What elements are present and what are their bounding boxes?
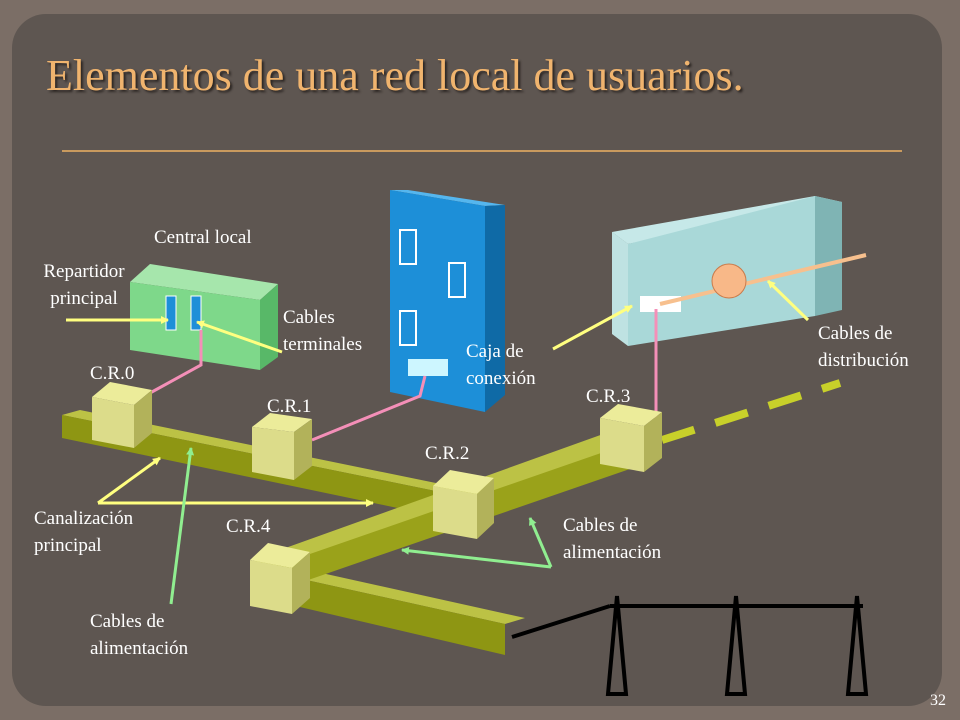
label-cables-terminales: Cables terminales <box>283 304 362 358</box>
title-underline <box>62 150 902 152</box>
window-icon <box>448 262 466 298</box>
label-cables-distribucion: Cables de distribución <box>818 320 909 374</box>
page-number: 32 <box>930 692 946 709</box>
label-cables-alimentacion-right: Cables de alimentación <box>563 512 661 566</box>
window-icon <box>399 310 417 346</box>
label-line: terminales <box>283 334 363 355</box>
yellow-arrows <box>66 279 810 507</box>
label-line: Repartidor <box>43 261 125 282</box>
distribution-frame-bar <box>190 295 202 331</box>
label-line: Caja de <box>466 341 524 362</box>
power-tower <box>845 595 869 696</box>
label-cr1: C.R.1 <box>267 396 312 417</box>
window-icon <box>399 229 417 265</box>
green-arrows <box>169 447 553 605</box>
chamber-cr1 <box>252 413 312 480</box>
distribution-cable <box>659 253 867 306</box>
chamber-cr4 <box>250 543 310 614</box>
power-tower <box>724 595 748 696</box>
label-cables-alimentacion-left: Cables de alimentación <box>90 608 188 662</box>
label-line: principal <box>34 535 102 556</box>
chamber-cr3 <box>600 404 662 472</box>
label-canalizacion-principal: Canalización principal <box>34 505 133 559</box>
label-line: principal <box>50 288 118 309</box>
label-cr4: C.R.4 <box>226 516 271 537</box>
tall-building <box>390 190 505 412</box>
label-repartidor-principal: Repartidor principal <box>30 258 138 312</box>
connection-box <box>408 359 448 376</box>
power-tower <box>605 595 629 696</box>
label-line: Cables <box>283 307 335 328</box>
label-cr0: C.R.0 <box>90 363 135 384</box>
lower-conduit <box>270 566 525 655</box>
distribution-frame-bar <box>165 295 177 331</box>
label-line: Cables de <box>90 611 165 632</box>
power-line <box>511 595 869 696</box>
label-line: alimentación <box>563 542 662 563</box>
label-line: alimentación <box>90 638 189 659</box>
dashed-conduit-extension <box>660 379 842 444</box>
central-local-building <box>130 264 278 370</box>
distribution-joint <box>711 263 747 299</box>
chamber-cr2 <box>433 470 494 539</box>
label-line: Cables de <box>818 323 893 344</box>
label-line: distribución <box>818 350 909 371</box>
label-cr2: C.R.2 <box>425 443 470 464</box>
label-cr3: C.R.3 <box>586 386 631 407</box>
label-line: Canalización <box>34 508 134 529</box>
label-line: Cables de <box>563 515 638 536</box>
slide-title: Elementos de una red local de usuarios. <box>46 51 744 100</box>
chamber-cr0 <box>92 382 152 448</box>
label-caja-conexion: Caja de conexión <box>466 338 536 392</box>
label-line: conexión <box>466 368 536 389</box>
distribution-building <box>612 196 867 346</box>
label-central-local: Central local <box>154 227 252 248</box>
